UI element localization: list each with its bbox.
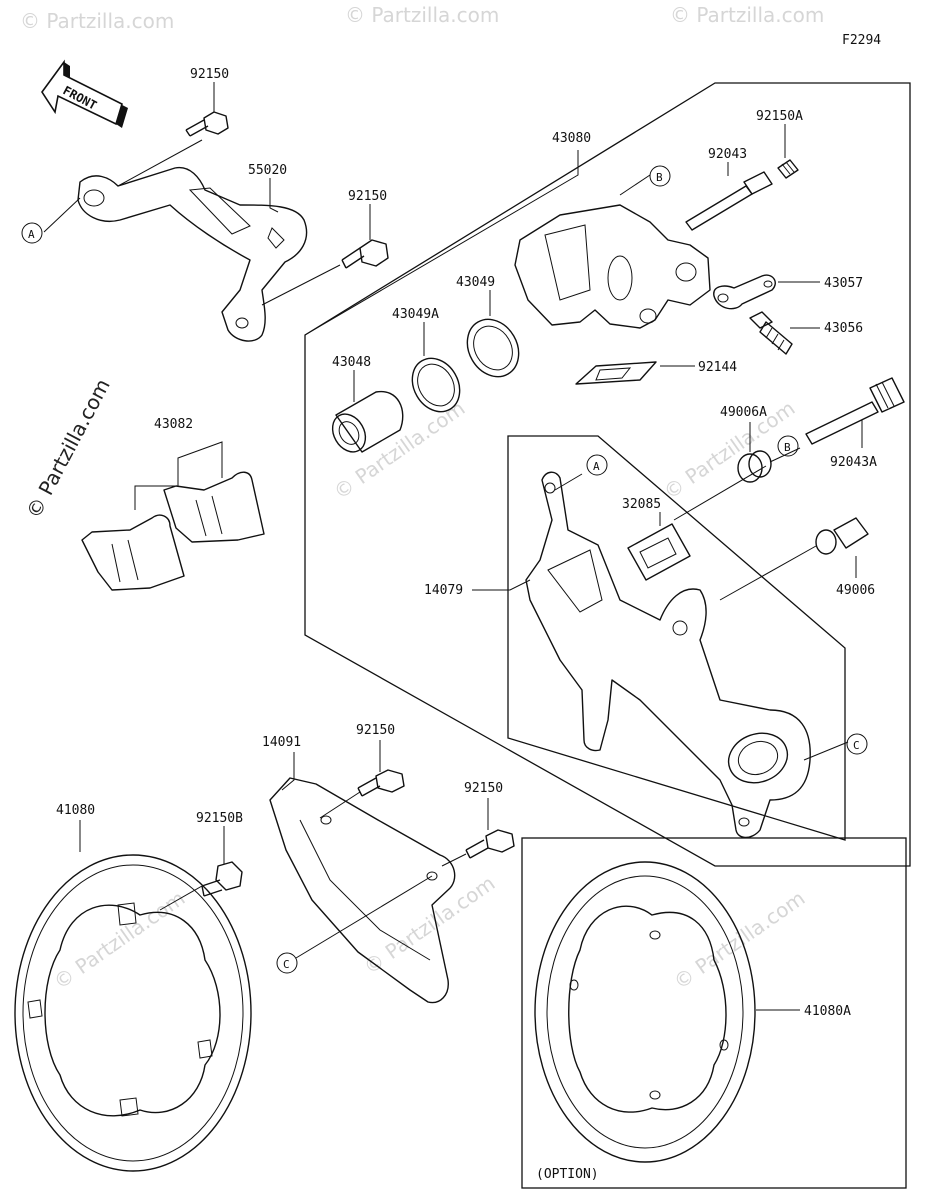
label-bolt-guard-upper: 92150 <box>356 723 395 738</box>
label-caliper-bracket: 14079 <box>424 583 463 598</box>
pin-upper-shape <box>685 171 773 231</box>
brake-disc-option-shape <box>534 861 756 1163</box>
bolt-mid-shape <box>341 239 389 269</box>
part-labels: 92150 55020 92150 43080 92150A 92043 430… <box>56 67 877 1019</box>
callout-a-mid: A <box>586 454 608 476</box>
watermark-top-1: © Partzilla.com <box>20 9 174 33</box>
watermark-mid-1: © Partzilla.com <box>329 396 469 504</box>
spring-holder-shape <box>627 523 691 581</box>
brake-bracket-shape <box>77 166 308 342</box>
callout-b-top: B <box>649 165 671 187</box>
svg-text:C: C <box>283 958 290 971</box>
boot-small-shape <box>815 517 869 555</box>
label-pad-set: 43082 <box>154 417 193 432</box>
svg-text:B: B <box>784 441 791 454</box>
option-box <box>521 837 907 1189</box>
label-pin-lower: 92043A <box>830 455 877 470</box>
side-watermark: © Partzilla.com <box>21 375 115 523</box>
label-disc: 41080 <box>56 803 95 818</box>
label-bleeder-cap: 92150A <box>756 109 803 124</box>
label-bolt-mid: 92150 <box>348 189 387 204</box>
bracket-subframe <box>507 435 846 841</box>
diagram-id: F2294 <box>842 33 881 48</box>
label-bleeder-valve: 43056 <box>824 321 863 336</box>
label-seal-outer: 43049 <box>456 275 495 290</box>
label-bolt-guard-lower: 92150 <box>464 781 503 796</box>
watermark-low-3: © Partzilla.com <box>669 886 809 994</box>
svg-text:B: B <box>656 171 663 184</box>
caliper-assembly-frame <box>304 82 911 867</box>
bleeder-cap-shape <box>777 159 799 179</box>
callout-a-left: A <box>21 222 43 244</box>
hose-fitting-shape <box>713 274 776 310</box>
label-spring-holder: 32085 <box>622 497 661 512</box>
watermark-top-2: © Partzilla.com <box>345 3 499 27</box>
seal-inner-shape <box>411 357 461 413</box>
label-pad-spring: 92144 <box>698 360 737 375</box>
label-guard: 14091 <box>262 735 301 750</box>
callout-c-right: C <box>846 733 868 755</box>
watermark-top-3: © Partzilla.com <box>670 3 824 27</box>
svg-text:A: A <box>28 228 35 241</box>
svg-text:A: A <box>593 460 600 473</box>
label-disc-bolt: 92150B <box>196 811 243 826</box>
watermark-low-1: © Partzilla.com <box>49 886 189 994</box>
watermark-low-2: © Partzilla.com <box>359 871 499 979</box>
guard-bolt-upper-shape <box>357 769 405 797</box>
front-arrow: FRONT <box>41 59 128 128</box>
guard-bolt-lower-shape <box>465 829 515 859</box>
leader-lines <box>43 82 863 1011</box>
piston-shape <box>331 390 404 453</box>
seal-outer-shape <box>466 318 520 378</box>
bolt-top-shape <box>185 111 229 137</box>
bleeder-valve-shape <box>749 311 793 355</box>
disc-guard-shape <box>269 777 456 1004</box>
callout-b-right: B <box>777 435 799 457</box>
label-disc-option: 41080A <box>804 1004 851 1019</box>
brake-disc-shape <box>14 854 252 1172</box>
brake-pads-shape <box>81 441 265 591</box>
pin-lower-shape <box>805 377 905 445</box>
label-pin-upper: 92043 <box>708 147 747 162</box>
label-bolt-top: 92150 <box>190 67 229 82</box>
label-caliper: 43080 <box>552 131 591 146</box>
label-boot-large: 49006A <box>720 405 767 420</box>
disc-bolt-shape <box>201 861 243 897</box>
label-boot-small: 49006 <box>836 583 875 598</box>
label-bracket: 55020 <box>248 163 287 178</box>
caliper-body-shape <box>514 204 711 329</box>
pad-spring-shape <box>575 361 657 385</box>
callout-c-low: C <box>276 952 298 974</box>
label-hose-fitting: 43057 <box>824 276 863 291</box>
label-piston: 43048 <box>332 355 371 370</box>
caliper-bracket-shape <box>525 471 811 839</box>
option-label: (OPTION) <box>536 1167 599 1182</box>
svg-text:C: C <box>853 739 860 752</box>
label-seal-inner: 43049A <box>392 307 439 322</box>
